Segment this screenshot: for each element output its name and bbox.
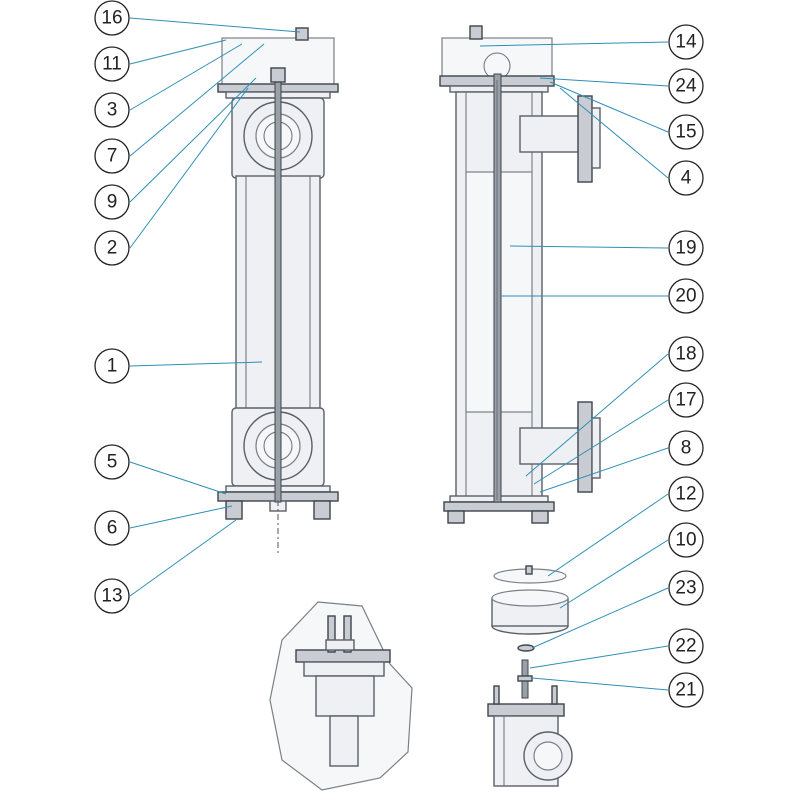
callout-16: 16 [94,0,130,36]
callout-20-label: 20 [675,286,696,307]
callout-5-label: 5 [107,452,118,473]
callout-3-label: 3 [107,100,118,121]
callout-12-label: 12 [675,484,696,505]
callout-14: 14 [668,24,704,60]
callout-5: 5 [94,444,130,480]
callout-7-label: 7 [107,146,118,167]
callout-1: 1 [94,348,130,384]
leader-lines [129,17,669,691]
callout-21: 21 [668,672,704,708]
callout-22-label: 22 [675,636,696,657]
callout-2: 2 [94,230,130,266]
callout-13: 13 [94,578,130,614]
callout-17: 17 [668,382,704,418]
callout-12: 12 [668,476,704,512]
side-view-unit [439,25,601,524]
callout-7: 7 [94,138,130,174]
callout-22: 22 [668,628,704,664]
callout-15: 15 [668,114,704,150]
callout-4-label: 4 [681,168,692,189]
callout-18: 18 [668,336,704,372]
callout-10: 10 [668,522,704,558]
callout-14-label: 14 [675,32,697,53]
callout-21-label: 21 [675,680,696,701]
callout-10-label: 10 [675,530,696,551]
callout-6: 6 [94,510,130,546]
callout-9-label: 9 [107,192,118,213]
callout-23: 23 [668,570,704,606]
callout-4: 4 [668,160,704,196]
callout-1-label: 1 [107,356,118,377]
callout-16-label: 16 [101,8,122,29]
callout-23-label: 23 [675,578,696,599]
callout-11-label: 11 [102,54,122,75]
callout-8-label: 8 [681,438,692,459]
callouts: 16 11 3 7 9 2 1 5 [94,0,704,708]
callout-24: 24 [668,68,704,104]
front-view-unit [217,27,339,556]
detail-inset [269,601,413,791]
callout-9: 9 [94,184,130,220]
callout-2-label: 2 [107,238,118,259]
callout-19: 19 [668,230,704,266]
callout-15-label: 15 [675,122,696,143]
callout-8: 8 [668,430,704,466]
callout-3: 3 [94,92,130,128]
callout-20: 20 [668,278,704,314]
callout-19-label: 19 [675,238,696,259]
callout-11: 11 [94,46,130,82]
exploded-parts [487,565,573,787]
callout-13-label: 13 [101,586,122,607]
callout-24-label: 24 [675,76,697,97]
callout-17-label: 17 [675,390,696,411]
callout-18-label: 18 [675,344,696,365]
callout-6-label: 6 [107,518,118,539]
